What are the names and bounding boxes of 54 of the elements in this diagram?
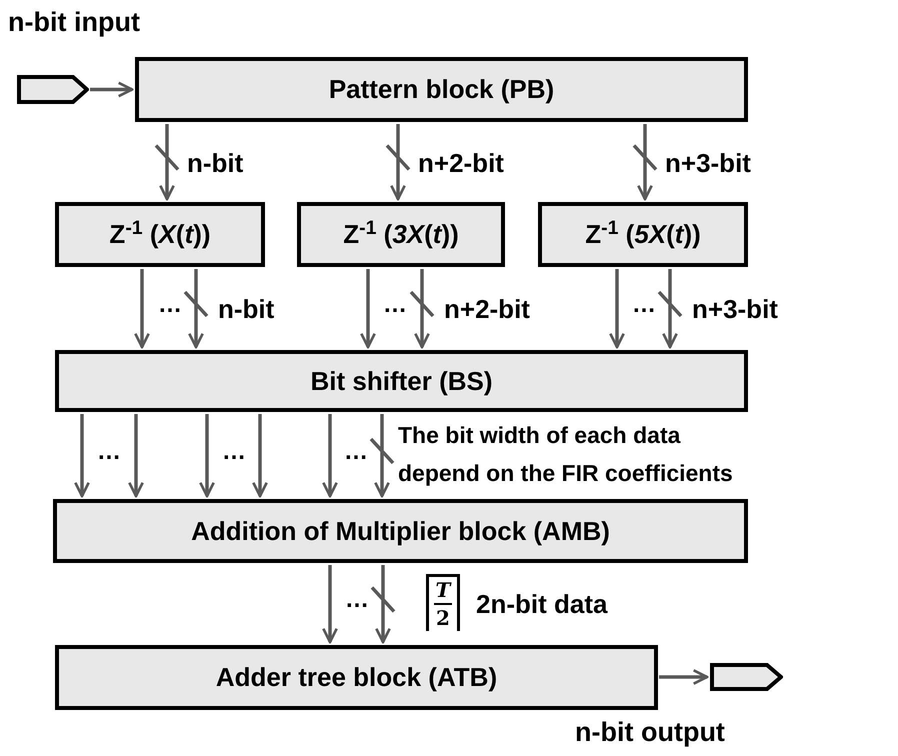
block-label: Bit shifter (BS): [310, 364, 492, 398]
arrow: [360, 269, 376, 348]
denominator: 2: [436, 605, 450, 631]
block-box: [55, 350, 748, 412]
block-box: [297, 202, 505, 267]
edge-label: n+3-bit: [665, 147, 751, 180]
block-label: Z$^{-1}$ (X(t)): [109, 218, 211, 251]
arrow: [659, 669, 708, 685]
port-symbol: [710, 663, 783, 691]
port-label: n-bit input: [8, 6, 140, 39]
block-box: [538, 202, 748, 267]
ellipsis: …: [345, 585, 369, 615]
arrow: [183, 267, 209, 349]
port-symbol: [17, 75, 89, 104]
note-text: The bit width of each data depend on the FIR coefficients: [398, 421, 734, 488]
edge-label: n+2-bit: [444, 293, 530, 326]
arrow: [322, 565, 338, 644]
arrow: [409, 267, 435, 349]
arrow: [199, 414, 215, 498]
arrow: [74, 414, 90, 498]
arrow: [134, 269, 150, 348]
block-box: [135, 57, 748, 122]
block-label: Z$^{-1}$ (3X(t)): [343, 218, 459, 251]
edge-label: n+3-bit: [692, 293, 778, 326]
edge-label: n-bit: [187, 147, 244, 180]
block-label: Addition of Multiplier block (AMB): [191, 514, 610, 548]
arrow: [385, 122, 411, 201]
arrow: [90, 82, 134, 98]
port-label: n-bit output: [575, 716, 725, 749]
block-label: Pattern block (PB): [328, 73, 554, 106]
arrow: [370, 563, 396, 644]
arrow: [154, 122, 180, 201]
ellipsis: …: [344, 437, 368, 467]
arrow: [657, 267, 683, 349]
ellipsis: …: [222, 437, 246, 467]
arrow: [322, 414, 338, 498]
ellipsis: …: [158, 290, 182, 320]
edge-label: n-bit: [218, 293, 274, 326]
block-box: [53, 499, 748, 563]
edge-label: n+2-bit: [418, 147, 504, 180]
numerator: T: [436, 577, 450, 603]
arrow: [128, 414, 144, 498]
ellipsis: …: [97, 437, 121, 467]
arrow: [252, 414, 268, 498]
arrow: [609, 269, 625, 348]
block-label: Adder tree block (ATB): [216, 661, 498, 694]
arrow: [369, 412, 395, 498]
block-box: [55, 645, 658, 710]
arrow: [632, 122, 658, 201]
ellipsis: …: [383, 290, 407, 320]
block-label: Z$^{-1}$ (5X(t)): [585, 218, 701, 251]
ellipsis: …: [632, 290, 656, 320]
edge-label: 2n-bit data: [476, 588, 608, 620]
block-box: [55, 202, 265, 267]
